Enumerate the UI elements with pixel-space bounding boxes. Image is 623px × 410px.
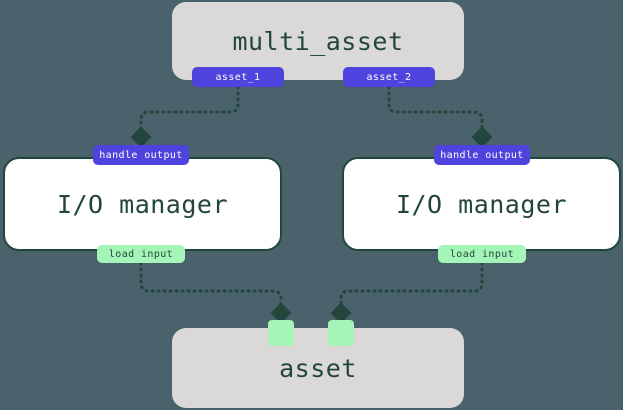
badge-asset-1-label: asset_1 <box>215 71 261 83</box>
handle-asset-input-1[interactable] <box>268 320 294 346</box>
badge-asset-2[interactable]: asset_2 <box>343 67 435 87</box>
edge-load-input-left-to-asset <box>139 261 292 324</box>
edge-asset1-to-handle-output-left <box>130 85 240 148</box>
node-multi-asset-label: multi_asset <box>232 26 404 56</box>
badge-handle-output-left[interactable]: handle output <box>93 145 189 165</box>
node-io-manager-left[interactable]: I/O manager <box>3 157 282 251</box>
badge-load-input-left[interactable]: load input <box>97 245 185 263</box>
badge-handle-output-left-label: handle output <box>99 149 183 161</box>
badge-asset-2-label: asset_2 <box>366 71 412 83</box>
badge-load-input-right-label: load input <box>449 248 515 260</box>
badge-handle-output-right-label: handle output <box>440 149 524 161</box>
edge-load-input-right-to-asset <box>330 261 484 324</box>
badge-load-input-left-label: load input <box>108 248 174 260</box>
edge-asset2-to-handle-output-right <box>387 85 493 148</box>
badge-handle-output-right[interactable]: handle output <box>434 145 530 165</box>
node-io-manager-right-label: I/O manager <box>395 189 568 219</box>
badge-load-input-right[interactable]: load input <box>438 245 526 263</box>
node-asset[interactable]: asset <box>172 328 464 408</box>
badge-asset-1[interactable]: asset_1 <box>192 67 284 87</box>
node-io-manager-right[interactable]: I/O manager <box>342 157 621 251</box>
node-asset-label: asset <box>279 353 357 383</box>
node-io-manager-left-label: I/O manager <box>56 189 229 219</box>
handle-asset-input-2[interactable] <box>328 320 354 346</box>
